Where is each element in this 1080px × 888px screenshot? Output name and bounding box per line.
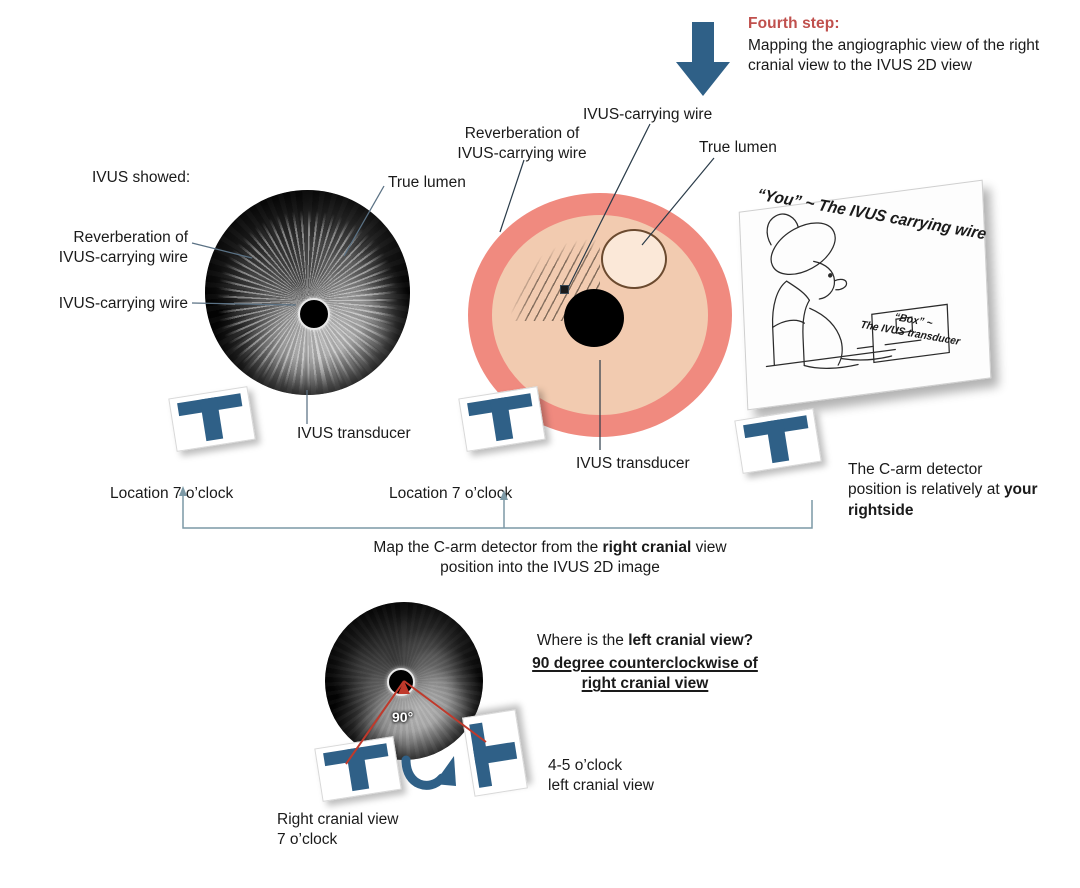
label-right-cranial-view: Right cranial view 7 o’clock	[277, 811, 399, 849]
patient-orientation-sketch: “You” ~ The IVUS carrying wire “Box” ~ T…	[738, 179, 992, 411]
question-pre: Where is the	[536, 632, 629, 650]
ivus-transducer-marker-bottom	[387, 668, 415, 696]
connector-caption: Map the C-arm detector from the right cr…	[270, 538, 830, 579]
c-arm-position-note-text: The C-arm detector position is relativel…	[848, 461, 1004, 499]
label-reverberation-center: Reverberation of IVUS-carrying wire	[457, 125, 587, 163]
label-left-cranial-view: 4-5 o’clock left cranial view	[548, 757, 654, 795]
ivus-transducer-marker-left	[298, 298, 330, 330]
c-arm-position-note-emphasis: your rightside	[848, 481, 1038, 519]
label-true-lumen-center: True lumen	[699, 139, 777, 156]
true-lumen-shape	[601, 229, 667, 289]
label-ivus-transducer-left: IVUS transducer	[297, 425, 411, 442]
ivus-wire-marker	[560, 285, 569, 294]
counterclockwise-rotation-arrow-icon	[396, 744, 464, 805]
left-cranial-question: Where is the left cranial view? 90 degre…	[520, 611, 770, 715]
label-location-left: Location 7 o’clock	[110, 485, 234, 502]
caption-bold: right cranial	[602, 539, 692, 556]
patient-line-drawing	[765, 213, 950, 369]
step-title: Fourth step:	[748, 15, 840, 32]
label-true-lumen-left: True lumen	[388, 174, 466, 191]
label-ivus-transducer-center: IVUS transducer	[576, 455, 690, 472]
c-arm-detector-left	[168, 386, 256, 452]
question-bold: left cranial view?	[628, 632, 754, 650]
label-carrying-wire-left: IVUS-carrying wire	[58, 295, 188, 312]
ivus-image-bottom	[325, 602, 483, 760]
c-arm-detector-right-cranial	[314, 736, 402, 802]
c-arm-position-note: The C-arm detector position is relativel…	[848, 460, 1038, 521]
label-carrying-wire-center: IVUS-carrying wire	[583, 106, 713, 123]
caption-line2: position into the IVUS 2D image	[440, 559, 660, 577]
transducer-shadow-shape	[564, 289, 624, 347]
c-arm-detector-left-cranial	[462, 709, 528, 797]
step-description: Mapping the angiographic view of the rig…	[748, 37, 1040, 75]
angle-label: 90°	[392, 709, 414, 725]
label-reverberation-left: Reverberation of IVUS-carrying wire	[58, 229, 188, 267]
ivus-showed-label: IVUS showed:	[92, 169, 191, 186]
caption-pre: Map the C-arm detector from the	[373, 539, 603, 556]
c-arm-detector-right	[734, 408, 822, 474]
ivus-image-left	[205, 190, 410, 395]
down-arrow-icon	[672, 20, 734, 103]
c-arm-detector-center	[458, 386, 546, 452]
label-location-center: Location 7 o’clock	[389, 485, 513, 502]
question-answer: 90 degree counterclockwise of right cran…	[532, 654, 758, 693]
caption-post: view	[691, 539, 727, 556]
